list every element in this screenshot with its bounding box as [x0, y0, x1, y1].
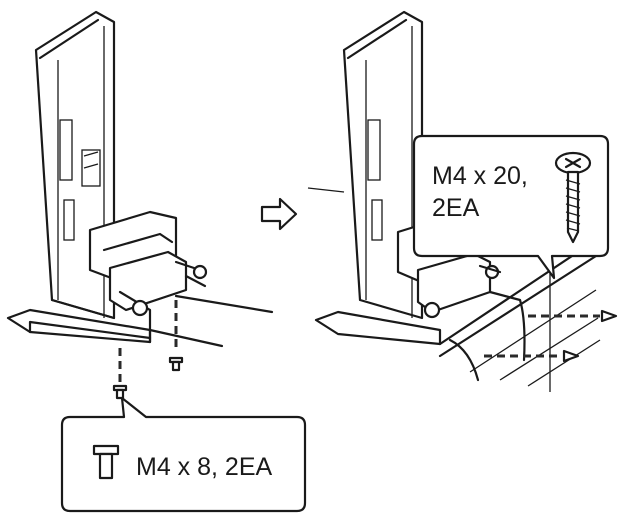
screw-spec-line-2: 2EA	[432, 194, 480, 222]
flat-head-bolt-icon	[92, 444, 120, 480]
phillips-wood-screw-icon	[554, 151, 592, 244]
callout-right-text: M4 x 20, 2EA	[432, 160, 528, 224]
tv-with-stand-left	[6, 10, 274, 400]
hollow-right-arrow-icon	[260, 197, 298, 231]
callout-left	[60, 396, 307, 513]
bolt-left-2	[168, 356, 184, 372]
wood-screw-right-1	[600, 309, 618, 323]
callout-right	[412, 134, 610, 280]
bolt-left-1	[112, 384, 128, 400]
wood-screw-right-2	[562, 349, 580, 363]
bolt-spec-text: M4 x 8, 2EA	[136, 453, 273, 481]
screw-spec-line-1: M4 x 20,	[432, 162, 528, 190]
